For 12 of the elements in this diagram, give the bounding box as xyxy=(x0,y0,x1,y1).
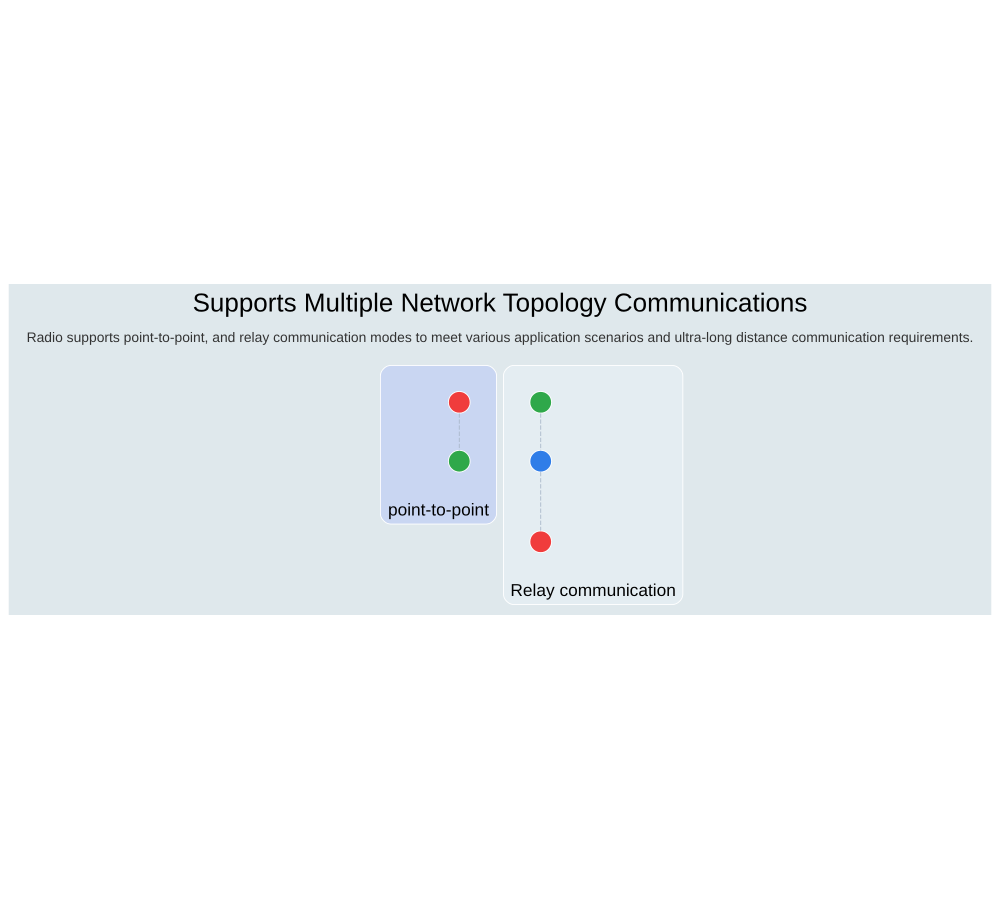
node-circle xyxy=(529,450,552,472)
diagram-title: Supports Multiple Network Topology Communications xyxy=(192,288,808,318)
node-circle xyxy=(529,391,552,414)
cluster: Relay communication xyxy=(503,365,684,606)
connector xyxy=(540,412,542,451)
label: Radio supports point-to-point, and relay communication modes to meet various application scenarios and ultra-long distance communication requirements. xyxy=(26,328,974,345)
connector xyxy=(458,412,460,451)
node-circle xyxy=(448,450,471,472)
node-circle xyxy=(529,530,552,554)
node-circle xyxy=(448,391,471,414)
connector xyxy=(540,472,542,532)
cluster: point-to-point xyxy=(380,365,497,524)
